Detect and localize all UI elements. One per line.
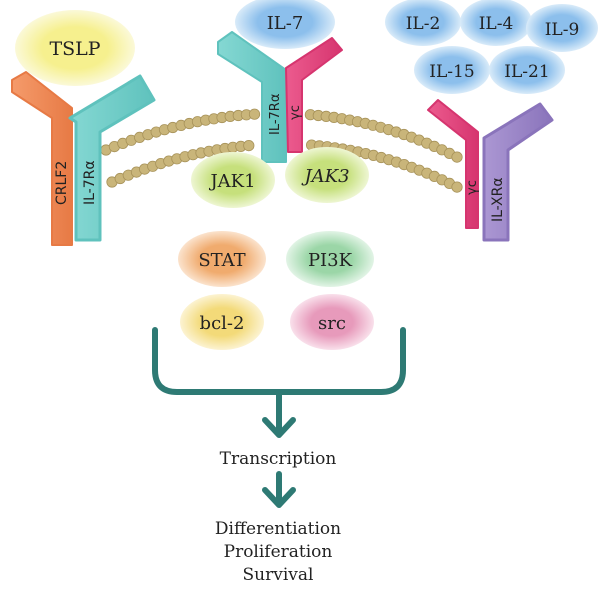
transcription-label: Transcription: [220, 449, 337, 469]
il7ra-receptor-middle: IL-7Rα: [217, 31, 287, 163]
tslp-label: TSLP: [49, 38, 100, 60]
il2-cytokine: IL-2: [385, 0, 461, 46]
gamma-c-receptor-right: γc: [427, 99, 480, 229]
membrane-bead: [243, 140, 255, 152]
il-xra-label: IL-XRα: [490, 177, 506, 222]
gamma-c-middle-label: γc: [288, 105, 303, 120]
il7-cytokine: IL-7: [235, 0, 335, 49]
il21-cytokine: IL-21: [489, 46, 565, 94]
jak1-label: JAK1: [208, 171, 255, 192]
src-label: src: [318, 313, 346, 334]
stat-label: STAT: [198, 250, 245, 271]
jak3-label: JAK3: [300, 166, 349, 187]
crlf2-label: CRLF2: [54, 161, 70, 205]
arrow-to-outcomes: [262, 471, 296, 508]
il9-label: IL-9: [545, 20, 580, 40]
src-molecule: src: [290, 294, 374, 350]
membrane-bead: [248, 108, 261, 120]
il-xra-receptor: IL-XRα: [482, 102, 554, 242]
il9-cytokine: IL-9: [526, 4, 598, 52]
arrow-to-transcription: [262, 417, 296, 438]
convergence-bracket: [152, 327, 406, 436]
proliferation-label: Proliferation: [224, 542, 333, 562]
il2-label: IL-2: [406, 14, 441, 34]
il4-label: IL-4: [479, 14, 514, 34]
il7ra-middle-label: IL-7Rα: [268, 94, 283, 135]
jak1-kinase: JAK1: [191, 152, 275, 208]
membrane-bead: [451, 181, 463, 193]
bcl2-label: bcl-2: [200, 313, 245, 334]
il15-cytokine: IL-15: [414, 46, 490, 94]
differentiation-label: Differentiation: [215, 519, 341, 539]
pi3k-molecule: PI3K: [286, 231, 374, 287]
il15-label: IL-15: [429, 62, 474, 82]
tslp-cytokine: TSLP: [15, 10, 135, 86]
il7ra-receptor-left: IL-7Rα: [68, 74, 156, 242]
il21-label: IL-21: [504, 62, 549, 82]
jak3-kinase: JAK3: [285, 147, 369, 203]
gamma-c-right-label: γc: [465, 180, 480, 195]
il7-label: IL-7: [267, 13, 304, 34]
il4-cytokine: IL-4: [460, 0, 532, 46]
gamma-c-receptor-middle: γc: [285, 37, 343, 153]
bcl2-molecule: bcl-2: [180, 294, 264, 350]
il7ra-left-label: IL-7Rα: [82, 160, 98, 205]
pi3k-label: PI3K: [308, 250, 353, 271]
crlf2-receptor: CRLF2: [11, 71, 73, 246]
cell-membrane: [100, 108, 463, 193]
stat-molecule: STAT: [178, 231, 266, 287]
survival-label: Survival: [243, 565, 314, 585]
membrane-bead: [451, 151, 463, 163]
